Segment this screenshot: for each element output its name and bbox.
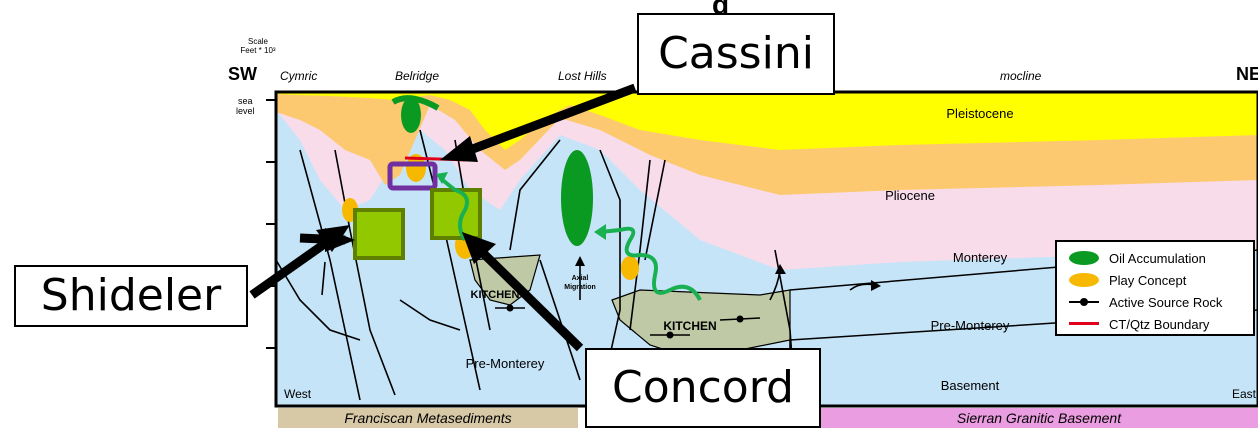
sierran-bar: Sierran Granitic Basement	[820, 408, 1258, 428]
concord-callout-text: Concord	[612, 366, 794, 410]
franciscan-bar: Franciscan Metasediments	[278, 408, 578, 428]
scale-unit-label: Feet * 10³	[240, 46, 275, 55]
axial-migration-label-line1: Axial	[572, 275, 589, 282]
kitchen-left-label: KITCHEN	[471, 289, 520, 301]
legend-item-source: Active Source Rock	[1063, 292, 1222, 312]
basement-label: Basement	[941, 378, 1000, 393]
concord-target-square	[432, 190, 480, 238]
sw-direction-label: SW	[228, 64, 257, 84]
cassini-callout: Cassini	[637, 13, 835, 95]
sierran-label: Sierran Granitic Basement	[957, 410, 1121, 426]
franciscan-label: Franciscan Metasediments	[344, 410, 511, 426]
red-line-icon	[1063, 316, 1103, 332]
kitchen-right-label: KITCHEN	[663, 319, 716, 333]
shideler-target-square	[355, 210, 403, 258]
pre-monterey-left-label: Pre-Monterey	[466, 356, 545, 371]
legend-item-boundary: CT/Qtz Boundary	[1063, 314, 1209, 334]
axial-migration-label-line2: Migration	[564, 284, 596, 291]
ne-direction-label: NE	[1236, 64, 1258, 84]
legend-item-oil: Oil Accumulation	[1063, 248, 1206, 268]
pre-monterey-right-label: Pre-Monterey	[931, 318, 1010, 333]
east-label: East	[1232, 387, 1257, 401]
source-rock-line-icon	[1063, 294, 1103, 310]
shideler-callout: Shideler	[14, 265, 248, 327]
cassini-callout-text: Cassini	[658, 32, 814, 76]
oil-ellipse-icon	[1063, 250, 1103, 266]
play-concept-right	[621, 256, 639, 280]
oil-accumulation-lost-hills	[561, 150, 593, 246]
pliocene-label: Pliocene	[885, 188, 935, 203]
location-homocline: mocline	[1000, 69, 1042, 83]
legend-label-oil: Oil Accumulation	[1109, 251, 1206, 266]
sea-level-label-line2: level	[236, 106, 255, 116]
concord-callout: Concord	[585, 348, 821, 428]
west-label: West	[284, 387, 312, 401]
location-belridge: Belridge	[395, 69, 439, 83]
legend-label-source: Active Source Rock	[1109, 295, 1222, 310]
legend-label-boundary: CT/Qtz Boundary	[1109, 317, 1209, 332]
pleistocene-label: Pleistocene	[946, 106, 1013, 121]
play-ellipse-icon	[1063, 272, 1103, 288]
monterey-label: Monterey	[953, 250, 1008, 265]
location-cymric: Cymric	[280, 69, 317, 83]
shideler-callout-text: Shideler	[41, 274, 221, 318]
location-lost-hills: Lost Hills	[558, 69, 607, 83]
scale-label: Scale	[248, 37, 269, 46]
sea-level-label-line1: sea	[238, 96, 253, 106]
legend-label-play: Play Concept	[1109, 273, 1186, 288]
legend: Oil Accumulation Play Concept Active Sou…	[1055, 240, 1255, 336]
legend-item-play: Play Concept	[1063, 270, 1186, 290]
